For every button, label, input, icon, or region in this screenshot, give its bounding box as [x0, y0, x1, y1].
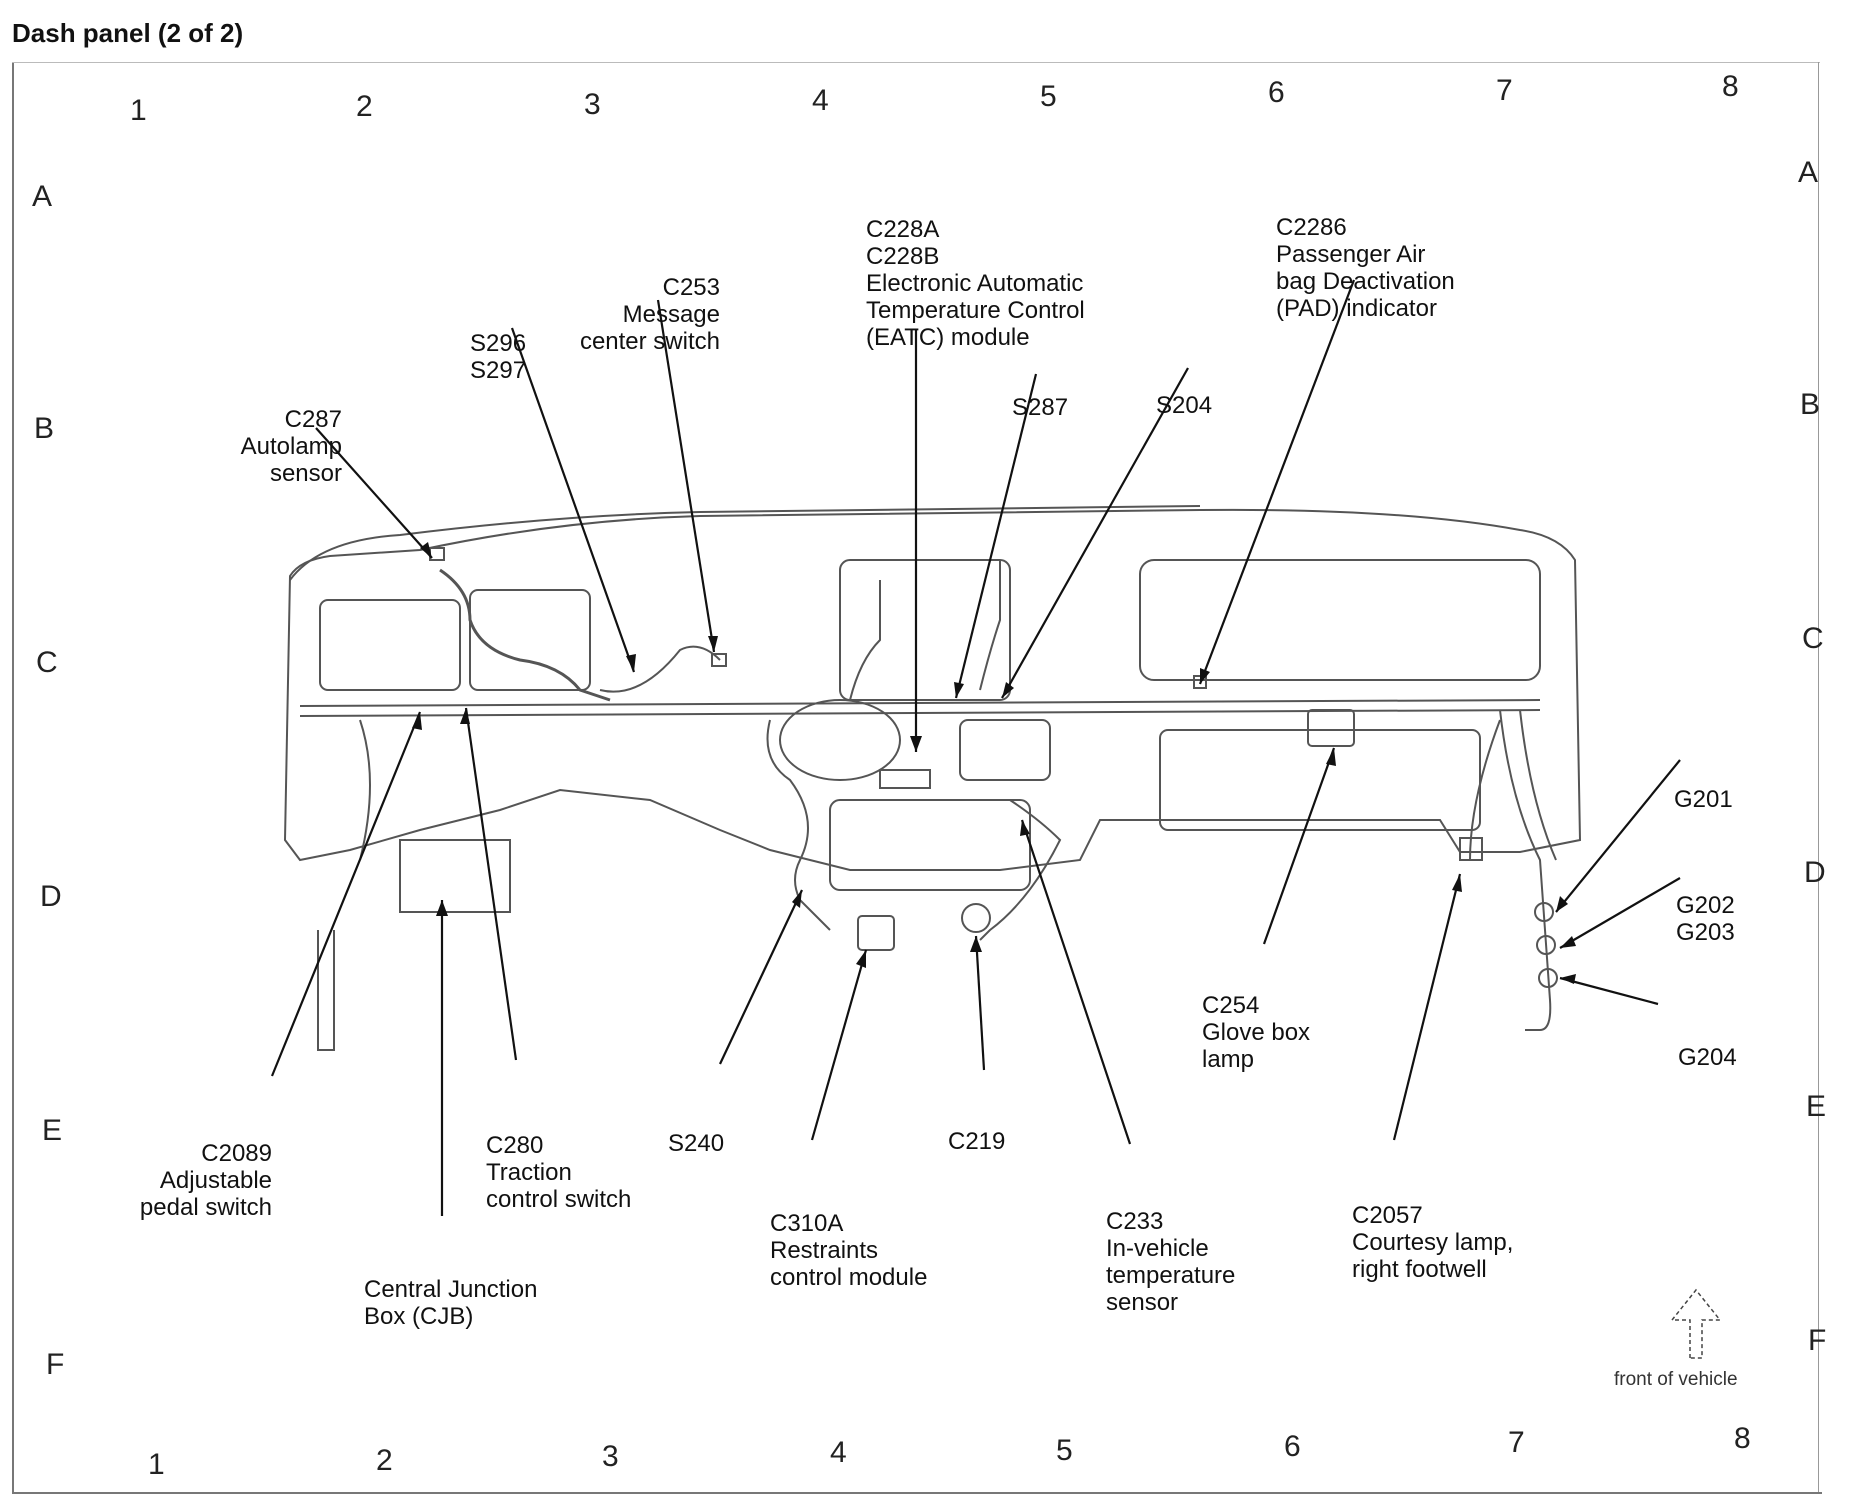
- grid-row-right-F: F: [1808, 1324, 1827, 1357]
- grid-row-left-C: C: [36, 646, 58, 679]
- grid-row-right-C: C: [1802, 622, 1824, 655]
- grid-col-bottom-6: 6: [1284, 1430, 1301, 1463]
- label-s204: S204: [1156, 392, 1213, 419]
- leader-s240: [719, 889, 803, 1065]
- grid-col-bottom-4: 4: [830, 1436, 847, 1469]
- leader-g204: [1559, 976, 1659, 1006]
- grid-col-bottom-2: 2: [376, 1444, 393, 1477]
- grid-col-top-4: 4: [812, 84, 829, 117]
- leader-c2286: [1198, 279, 1356, 685]
- diagram-frame: [12, 62, 1822, 1494]
- front-arrow-icon: [1670, 1288, 1722, 1359]
- frame-right-edge: [1818, 62, 1819, 1492]
- leader-c233: [1020, 819, 1132, 1145]
- grid-col-top-1: 1: [130, 94, 147, 127]
- leader-c2057: [1392, 873, 1462, 1141]
- leader-g201: [1555, 759, 1681, 913]
- grid-col-top-7: 7: [1496, 74, 1513, 107]
- grid-col-top-5: 5: [1040, 80, 1057, 113]
- grid-row-right-A: A: [1798, 156, 1819, 189]
- grid-row-right-B: B: [1800, 388, 1821, 421]
- leader-c254: [1262, 747, 1336, 945]
- label-s287: S287: [1012, 394, 1069, 421]
- grid-row-left-A: A: [32, 180, 53, 213]
- leader-c2089: [270, 711, 422, 1077]
- dash-panel-outline: [283, 505, 1582, 1051]
- grid-col-bottom-8: 8: [1734, 1422, 1751, 1455]
- grid-row-right-D: D: [1804, 856, 1826, 889]
- grid-col-bottom-5: 5: [1056, 1434, 1073, 1467]
- grid-col-bottom-1: 1: [148, 1448, 165, 1481]
- label-c219: C219: [948, 1128, 1006, 1155]
- leader-arrowheads: [412, 542, 1576, 984]
- grid-row-left-D: D: [40, 880, 62, 913]
- leader-c287: [315, 427, 433, 559]
- leader-c310a: [810, 949, 868, 1141]
- leader-g202-g203: [1559, 877, 1681, 949]
- grid-col-top-6: 6: [1268, 76, 1285, 109]
- label-g204: G204: [1678, 1044, 1737, 1071]
- grid-row-left-B: B: [34, 412, 55, 445]
- grid-row-left-F: F: [46, 1348, 65, 1381]
- grid-col-top-2: 2: [356, 90, 373, 123]
- grid-row-left-E: E: [42, 1114, 63, 1147]
- grid-col-bottom-7: 7: [1508, 1426, 1525, 1459]
- label-g201: G201: [1674, 786, 1733, 813]
- leader-c219: [974, 935, 986, 1071]
- grid-row-right-E: E: [1806, 1090, 1827, 1123]
- grid-col-bottom-3: 3: [602, 1440, 619, 1473]
- grid-col-top-8: 8: [1722, 70, 1739, 103]
- leader-s204: [1001, 367, 1189, 699]
- label-s240: S240: [668, 1130, 725, 1157]
- grid-col-top-3: 3: [584, 88, 601, 121]
- leader-lines: [270, 279, 1681, 1216]
- leader-c280: [464, 707, 518, 1061]
- page-title: Dash panel (2 of 2): [12, 18, 244, 48]
- leader-s296-s297: [510, 327, 636, 673]
- front-of-vehicle-label: front of vehicle: [1614, 1369, 1738, 1390]
- frame-top-edge: [12, 62, 1820, 63]
- leader-c253: [656, 299, 716, 653]
- leader-s287: [954, 373, 1038, 699]
